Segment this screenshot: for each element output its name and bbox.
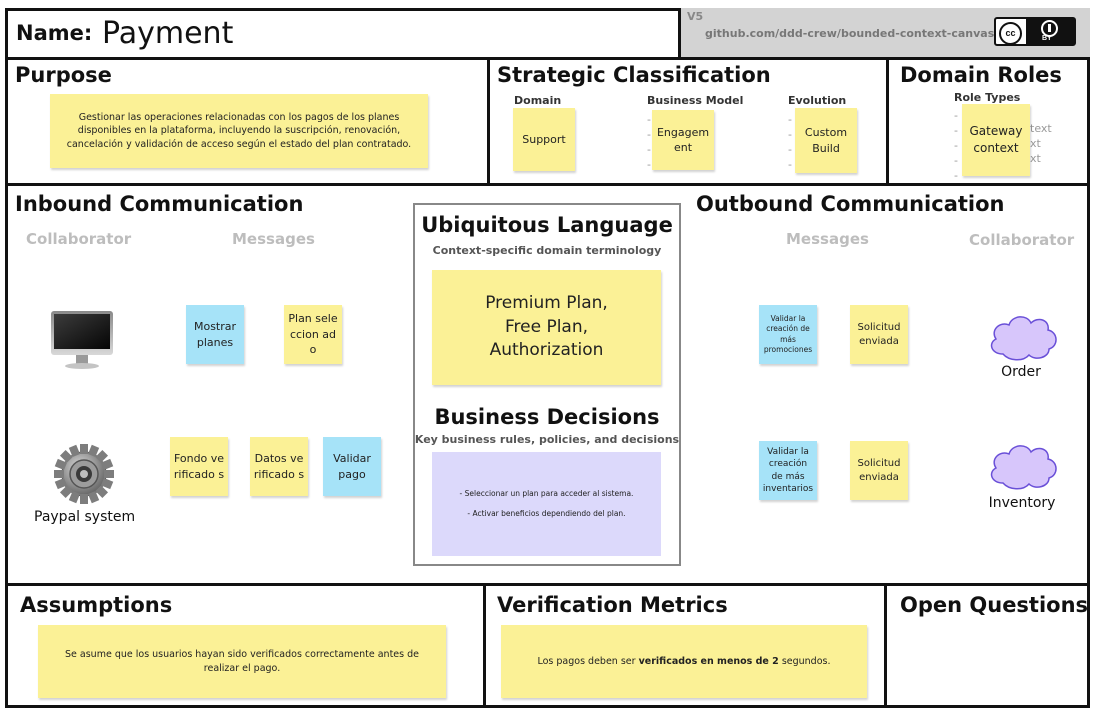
business-model-note[interactable]: Engagem ent — [652, 110, 714, 170]
outbound-message-promociones[interactable]: Validar la creación de más promociones — [759, 305, 817, 364]
divider-purpose — [487, 58, 490, 184]
inbound-message-mostrar-planes[interactable]: Mostrar planes — [186, 305, 244, 364]
evolution-note[interactable]: Custom Build — [795, 108, 857, 173]
inbound-message-validar-pago[interactable]: Validar pago — [323, 437, 381, 496]
metrics-title: Verification Metrics — [497, 593, 728, 617]
inbound-messages-head: Messages — [232, 230, 315, 248]
context-name: Payment — [102, 16, 234, 51]
role-types-hint: ----- — [954, 109, 958, 182]
repo-link[interactable]: github.com/ddd-crew/bounded-context-canv… — [705, 27, 995, 40]
cc-icon: cc — [999, 22, 1022, 45]
role-note[interactable]: Gateway context — [962, 104, 1030, 176]
divider-roles — [886, 58, 889, 184]
cloud-icon — [985, 310, 1061, 362]
inbound-collaborator-paypal: Paypal system — [34, 509, 136, 525]
outbound-messages-head: Messages — [786, 230, 869, 248]
cloud-icon — [985, 439, 1061, 491]
by-block: BY — [1026, 19, 1074, 44]
ubiquitous-subtitle: Context-specific domain terminology — [432, 244, 662, 257]
evolution-label: Evolution — [788, 94, 847, 107]
monitor-icon — [50, 310, 114, 370]
divider-metrics — [884, 584, 887, 708]
by-label: BY — [1042, 35, 1052, 42]
person-icon — [1041, 20, 1058, 37]
gear-icon — [53, 443, 115, 505]
divider-header — [5, 57, 1090, 60]
name-label: Name: — [16, 21, 93, 45]
outbound-message-inventarios[interactable]: Validar la creación de más inventarios — [759, 441, 817, 500]
outbound-collaborator-head: Collaborator — [969, 231, 1075, 249]
business-model-hint: ---- — [647, 113, 651, 171]
domain-label: Domain — [514, 94, 562, 107]
inbound-collaborator-head: Collaborator — [26, 230, 132, 248]
evolution-hint: ---- — [788, 113, 792, 171]
ubiquitous-note[interactable]: Premium Plan, Free Plan, Authorization — [432, 270, 661, 385]
assumptions-note[interactable]: Se asume que los usuarios hayan sido ver… — [38, 625, 446, 698]
inbound-message-fondo-verificados[interactable]: Fondo verificado s — [170, 437, 228, 496]
purpose-title: Purpose — [15, 63, 112, 87]
outbound-event-solicitud-2[interactable]: Solicitud enviada — [850, 441, 908, 500]
divider-bottom-row — [5, 583, 1090, 586]
cc-license-badge[interactable]: cc BY — [994, 17, 1076, 46]
metrics-note-end: segundos. — [778, 655, 831, 667]
ubiquitous-title: Ubiquitous Language — [421, 213, 673, 237]
divider-assumptions — [483, 584, 486, 708]
business-model-label: Business Model — [647, 94, 744, 107]
inbound-message-datos-verificados[interactable]: Datos verificado s — [250, 437, 308, 496]
decisions-note[interactable]: - Seleccionar un plan para acceder al si… — [432, 452, 661, 556]
version-label: V5 — [687, 10, 704, 23]
divider-top-row — [5, 183, 1090, 186]
outbound-collaborator-order: Order — [1001, 364, 1041, 380]
metrics-note-start: Los pagos deben ser — [537, 655, 639, 667]
metrics-note[interactable]: Los pagos deben ser verificados en menos… — [501, 625, 867, 698]
metrics-note-emphasis: verificados en menos de 2 — [638, 655, 779, 667]
outbound-collaborator-inventory: Inventory — [988, 495, 1056, 511]
assumptions-title: Assumptions — [20, 593, 173, 617]
inbound-message-plan-seleccionado[interactable]: Plan seleccion ado — [284, 305, 342, 364]
roles-title: Domain Roles — [900, 63, 1062, 87]
canvas-frame — [5, 8, 1090, 708]
strategic-title: Strategic Classification — [497, 63, 771, 87]
purpose-note[interactable]: Gestionar las operaciones relacionadas c… — [50, 94, 428, 168]
inbound-title: Inbound Communication — [15, 192, 304, 216]
outbound-event-solicitud-1[interactable]: Solicitud enviada — [850, 305, 908, 364]
open-questions-title: Open Questions — [900, 593, 1089, 617]
decisions-title: Business Decisions — [434, 405, 660, 429]
header-meta: V5 github.com/ddd-crew/bounded-context-c… — [678, 8, 1090, 57]
domain-note[interactable]: Support — [513, 108, 575, 171]
role-types-label: Role Types — [954, 91, 1021, 104]
outbound-title: Outbound Communication — [696, 192, 1005, 216]
decisions-subtitle: Key business rules, policies, and decisi… — [414, 433, 680, 446]
